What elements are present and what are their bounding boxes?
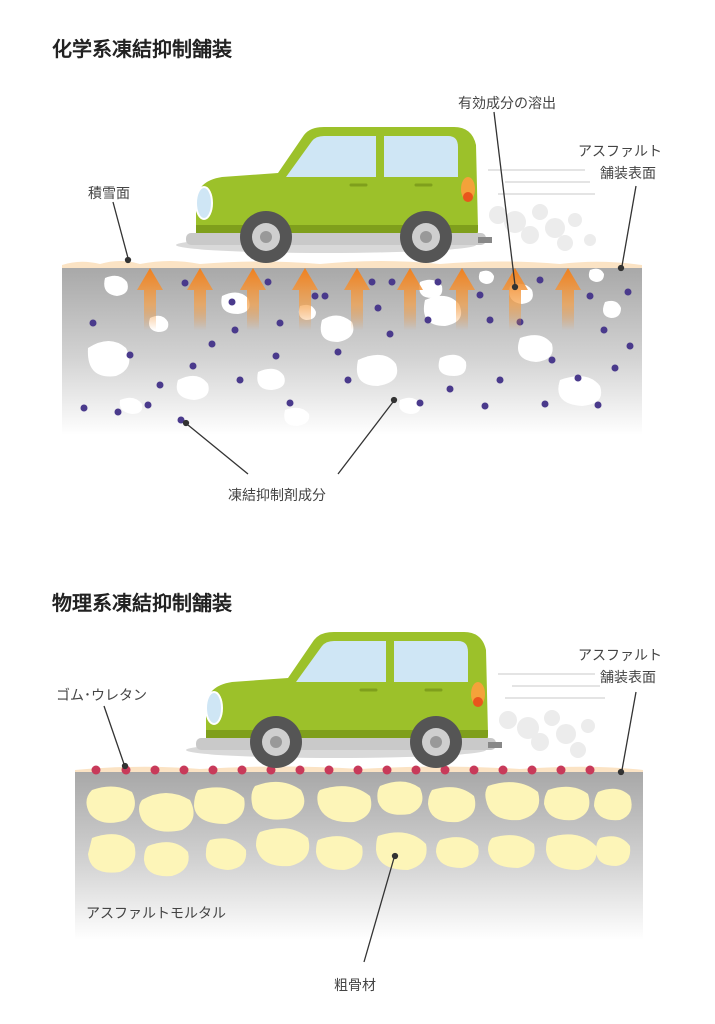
physical-car — [184, 630, 504, 770]
label-coarse-aggregate: 粗骨材 — [334, 978, 376, 994]
motion-lines — [488, 169, 595, 195]
exhaust-puffs — [489, 204, 596, 251]
label-asphalt-line1: アスファルト — [578, 144, 662, 160]
label-asphalt-mortar: アスファルトモルタル — [86, 906, 226, 922]
label-asphalt-line1: アスファルト — [578, 648, 662, 664]
chemical-white-particles — [87, 268, 621, 426]
rubber-urethane-dots — [91, 765, 595, 775]
label-asphalt-line2: 舗装表面 — [600, 166, 656, 182]
snow-surface-layer — [62, 261, 642, 268]
label-antifreeze-agent: 凍結抑制剤成分 — [228, 488, 326, 504]
physical-section: 物理系凍結抑制舗装 — [52, 591, 662, 994]
exhaust-puffs — [499, 710, 595, 758]
release-arrow — [292, 268, 318, 330]
release-arrow — [137, 268, 163, 330]
release-arrows — [137, 268, 581, 330]
label-active-ingredient-release: 有効成分の溶出 — [458, 96, 556, 112]
chemical-car — [174, 125, 494, 265]
release-arrow — [397, 268, 423, 330]
chemical-title: 化学系凍結抑制舗装 — [52, 37, 232, 61]
label-asphalt-line2: 舗装表面 — [600, 670, 656, 686]
label-snow-surface: 積雪面 — [88, 186, 130, 202]
motion-lines — [498, 673, 605, 699]
release-arrow — [240, 268, 266, 330]
release-arrow — [187, 268, 213, 330]
release-arrow — [449, 268, 475, 330]
release-arrow — [555, 268, 581, 330]
physical-title: 物理系凍結抑制舗装 — [52, 591, 232, 615]
label-rubber-urethane: ゴム･ウレタン — [56, 687, 147, 704]
release-arrow — [502, 268, 528, 330]
chemical-leader-lines — [112, 111, 637, 475]
coarse-aggregate — [86, 781, 632, 877]
release-arrow — [344, 268, 370, 330]
chemical-agent-dots — [80, 276, 634, 424]
chemical-section: 化学系凍結抑制舗装 — [52, 37, 662, 504]
physical-leader-lines — [103, 691, 637, 963]
